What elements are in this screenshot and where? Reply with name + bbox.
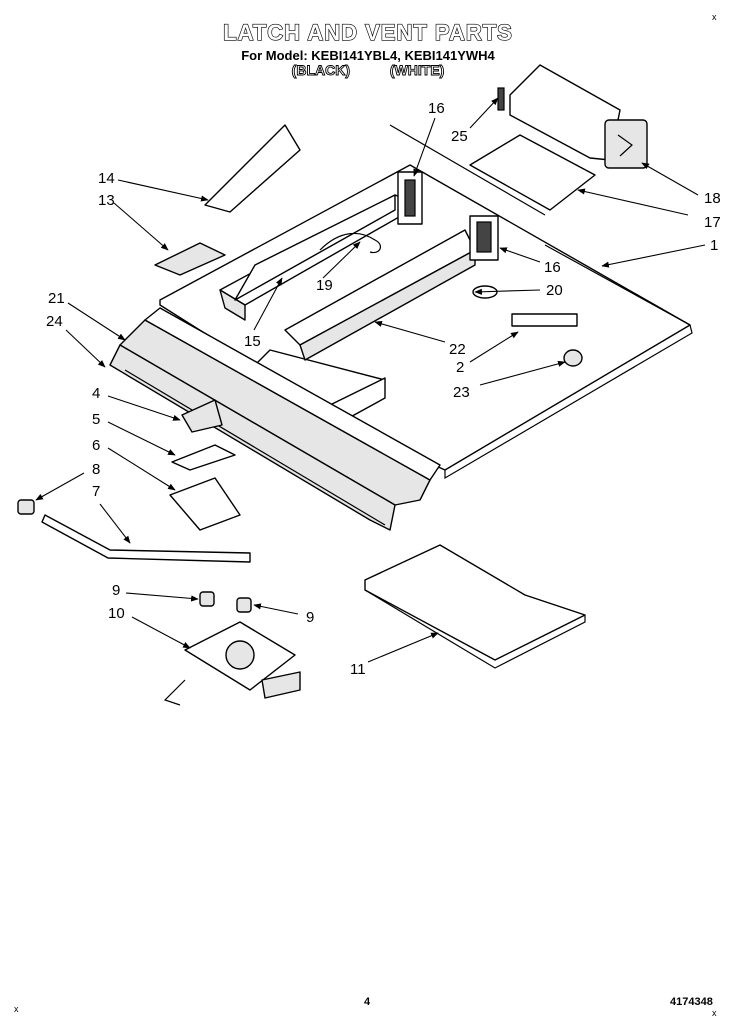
corner-mark-top-right: x [712,12,717,22]
corner-mark-bottom-right: x [712,1008,717,1018]
diagram-title: LATCH AND VENT PARTS [222,19,513,45]
callout-6: 6 [92,437,100,454]
part-5-shield [171,444,236,471]
callout-15: 15 [244,333,261,350]
callout-9-left: 9 [112,582,120,599]
callout-5: 5 [92,411,100,428]
model-line: For Model: KEBI141YBL4, KEBI141YWH4 [241,48,495,63]
callout-7: 7 [92,483,100,500]
callout-19: 19 [316,277,333,294]
part-9-spacer-right [236,597,252,613]
callout-22: 22 [449,341,466,358]
part-2-terminal-block [511,313,578,327]
callout-24: 24 [46,313,63,330]
color-variants: (BLACK) (WHITE) [0,62,736,79]
part-bracket-upper-slot [404,179,416,217]
part-25-gasket [497,87,505,111]
callout-14: 14 [98,170,115,187]
color-black-label: (BLACK) [291,62,350,79]
part-13-clip [154,242,226,276]
part-17-mount-bracket [469,134,596,211]
part-4-switch [181,399,223,433]
callout-8: 8 [92,461,100,478]
callout-21: 21 [48,290,65,307]
callout-11: 11 [350,661,366,678]
callout-2: 2 [456,359,464,376]
callout-20: 20 [546,282,563,299]
part-wire-harness [319,232,382,254]
callout-18: 18 [704,190,721,207]
callout-4: 4 [92,385,100,402]
part-blower-assembly [509,64,648,169]
part-bracket-lower-slot [476,221,492,253]
part-23-knob [563,349,583,367]
part-7-latch-rod [41,514,251,563]
callout-16-upper: 16 [428,100,445,117]
part-8-handle [17,499,35,515]
document-number: 4174348 [670,996,713,1008]
part-11-plate [364,544,586,661]
callout-1: 1 [710,237,718,254]
color-white-label: (WHITE) [389,62,445,79]
page-number: 4 [364,996,371,1008]
callout-13: 13 [98,192,115,209]
callout-17: 17 [704,214,721,231]
part-10-latch-assembly [163,621,301,706]
callout-9-right: 9 [306,609,314,626]
callout-labels: 1 2 4 5 6 7 8 9 9 10 11 13 14 15 16 16 1… [46,100,721,678]
part-6-bracket [169,477,241,531]
part-14-deflector [204,124,301,213]
callout-10: 10 [108,605,125,622]
callout-16-lower: 16 [544,259,561,276]
callout-23: 23 [453,384,470,401]
part-front-channel [109,307,441,531]
part-9-spacer-left [199,591,215,607]
corner-mark-bottom-left: x [14,1004,19,1014]
leader-lines [35,97,706,663]
callout-25: 25 [451,128,468,145]
